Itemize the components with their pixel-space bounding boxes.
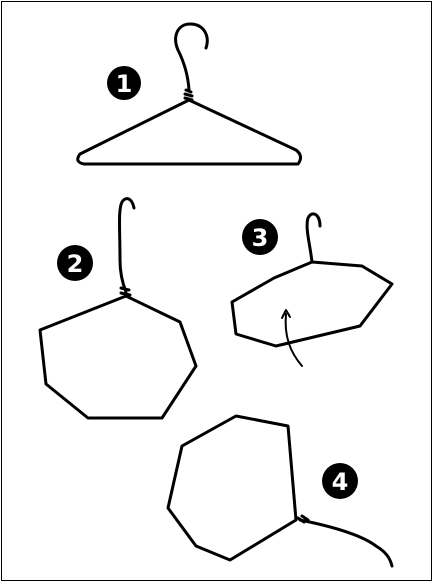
step-3-polygon [232,262,392,346]
step-3-number: 3 [252,224,269,252]
step-2-hanger-illustration [40,199,196,418]
step-1-number: 1 [116,70,133,98]
step-4-handle [300,520,392,566]
step-2-badge: 2 [57,245,93,281]
step-2-polygon [40,296,196,418]
step-2-number: 2 [67,250,84,278]
step-4-polygon [168,416,296,560]
step-3-badge: 3 [242,219,278,255]
step-4-number: 4 [332,468,349,496]
step-2-hook [120,199,135,292]
hanger-neck-twist [185,90,192,100]
step-4-hanger-illustration [168,416,392,566]
step-3-hook [307,214,320,262]
hanger-body [78,100,301,164]
step-4-badge: 4 [322,463,358,499]
hanger-hook [176,24,208,90]
step-1-badge: 1 [107,66,141,100]
